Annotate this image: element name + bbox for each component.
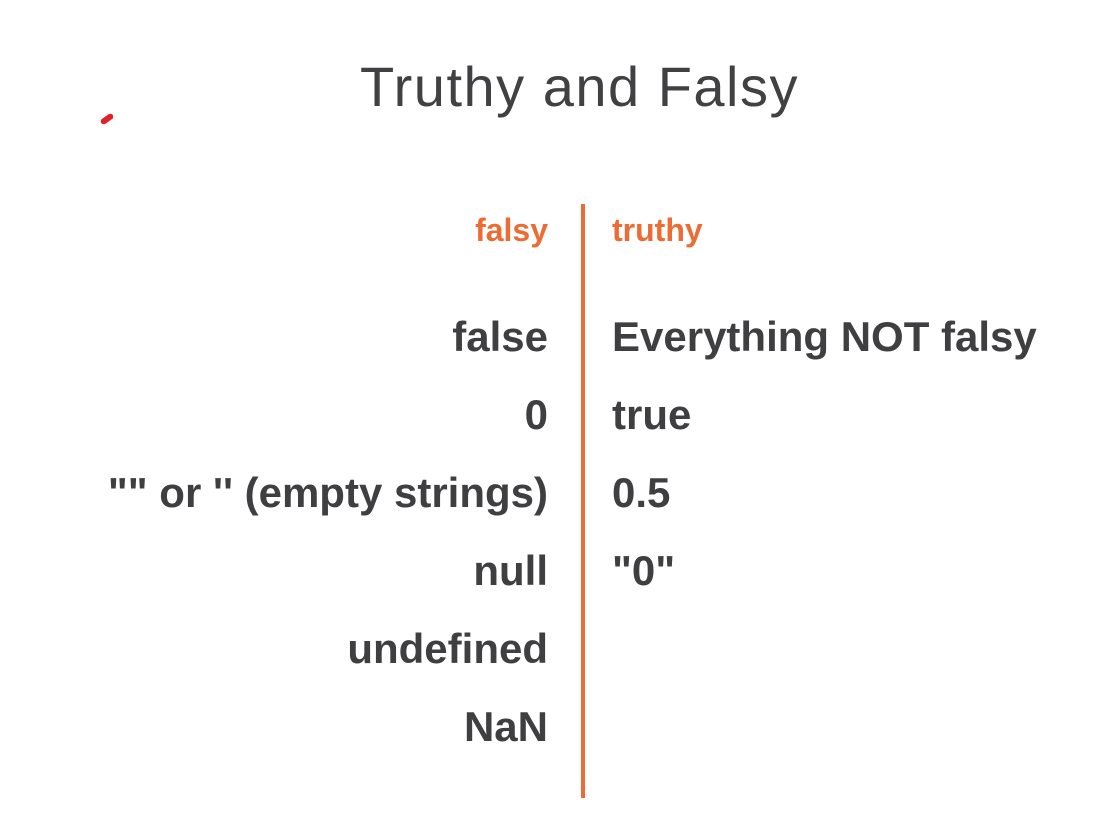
- truthy-item: 0.5: [612, 469, 671, 516]
- truthy-items-list: Everything NOT falsy true 0.5 "0": [612, 298, 1115, 610]
- falsy-column-header: falsy: [475, 212, 548, 248]
- slide-title: Truthy and Falsy: [360, 55, 799, 118]
- falsy-item: null: [473, 547, 548, 594]
- truthy-item: Everything NOT falsy: [612, 313, 1037, 360]
- falsy-item: 0: [524, 391, 548, 438]
- truthy-item: true: [612, 391, 692, 438]
- falsy-items-list: false 0 "" or '' (empty strings) null un…: [0, 298, 548, 766]
- falsy-item: NaN: [463, 703, 548, 750]
- truthy-column-header: truthy: [612, 212, 703, 248]
- column-divider: [581, 204, 585, 798]
- falsy-column: falsy false 0 "" or '' (empty strings) n…: [0, 210, 548, 766]
- truthy-column: truthy Everything NOT falsy true 0.5 "0": [612, 210, 1115, 610]
- falsy-item: false: [452, 313, 548, 360]
- falsy-item: undefined: [347, 625, 548, 672]
- truthy-item: "0": [612, 547, 676, 594]
- falsy-item: "" or '' (empty strings): [107, 469, 548, 516]
